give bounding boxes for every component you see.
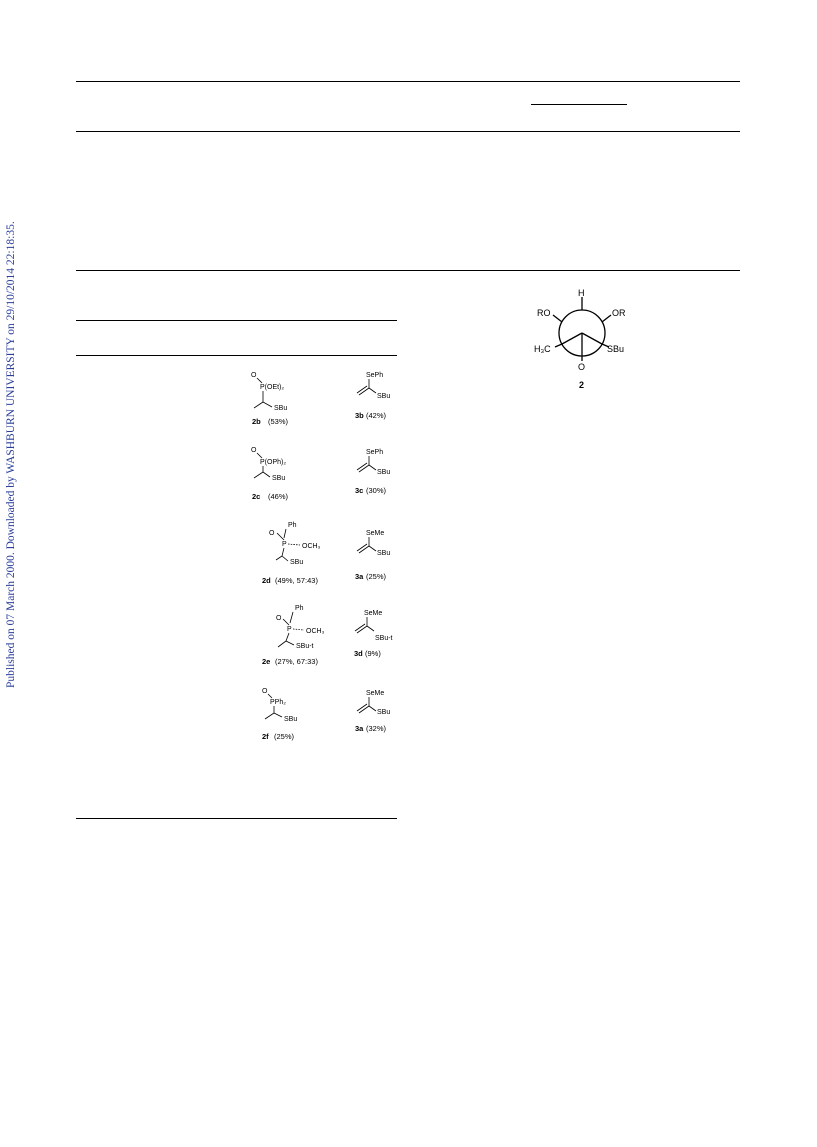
compound-id: 2d bbox=[262, 576, 271, 585]
compound-yield: (9%) bbox=[365, 649, 381, 658]
atom-label: O bbox=[262, 688, 268, 695]
compound-id: 2f bbox=[262, 732, 269, 741]
compound-yield: (46%) bbox=[268, 492, 289, 501]
column-header-underline bbox=[531, 104, 627, 105]
atom-label: O bbox=[269, 530, 275, 537]
atom-label: OCH₃ bbox=[306, 628, 325, 635]
atom-label: O bbox=[276, 615, 282, 622]
compound-yield: (53%) bbox=[268, 417, 289, 426]
table-bottom-rule bbox=[76, 270, 740, 271]
compound-yield: (32%) bbox=[366, 724, 387, 733]
newman-compound-label: 2 bbox=[579, 380, 584, 390]
newman-projection: H RO OR H₃C SBu O 2 bbox=[528, 285, 648, 395]
atom-label: Ph bbox=[288, 522, 297, 529]
structure-2e: Ph O P OCH₃ SBu-t 2e (27%, 67:33) bbox=[248, 601, 338, 671]
atom-label: O bbox=[251, 372, 257, 379]
compound-id: 2c bbox=[252, 492, 260, 501]
compound-id: 3d bbox=[354, 649, 363, 658]
compound-id: 2b bbox=[252, 417, 261, 426]
newman-top-label: H bbox=[578, 288, 585, 298]
atom-label: P(OPh)₂ bbox=[260, 459, 286, 466]
compound-yield: (25%) bbox=[366, 572, 387, 581]
structure-2f: O PPh₂ SBu 2f (25%) bbox=[248, 684, 328, 746]
structure-3d: SeMe SBu-t 3d (9%) bbox=[348, 604, 412, 662]
atom-label: SBu bbox=[377, 393, 390, 400]
header-bottom-rule bbox=[76, 131, 740, 132]
top-rule bbox=[76, 81, 740, 82]
atom-label: SePh bbox=[366, 372, 383, 379]
publication-banner: Published on 07 March 2000. Downloaded b… bbox=[5, 221, 17, 688]
newman-lower-left-label: H₃C bbox=[534, 344, 551, 354]
compound-id: 3a bbox=[355, 724, 364, 733]
atom-label: SBu-t bbox=[296, 643, 314, 650]
atom-label: SBu bbox=[290, 559, 303, 566]
atom-label: SBu-t bbox=[375, 635, 393, 642]
structure-3c: SePh SBu 3c (30%) bbox=[348, 443, 408, 501]
atom-label: SBu bbox=[377, 550, 390, 557]
compound-id: 2e bbox=[262, 657, 270, 666]
compound-yield: (30%) bbox=[366, 486, 387, 495]
atom-label: P(OEt)₂ bbox=[260, 384, 284, 391]
atom-label: SBu bbox=[377, 469, 390, 476]
structure-3b: SePh SBu 3b (42%) bbox=[348, 366, 408, 424]
atom-label: SeMe bbox=[366, 530, 384, 537]
compound-yield: (42%) bbox=[366, 411, 387, 420]
newman-lower-right-label: SBu bbox=[607, 344, 624, 354]
atom-label: P bbox=[282, 541, 287, 548]
compound-yield: (49%, 57:43) bbox=[275, 576, 318, 585]
atom-label: Ph bbox=[295, 605, 304, 612]
atom-label: O bbox=[251, 447, 257, 454]
newman-left-label: RO bbox=[537, 308, 551, 318]
structure-2d: Ph O P OCH₃ SBu 2d (49%, 57:43) bbox=[248, 518, 338, 588]
compound-yield: (25%) bbox=[274, 732, 295, 741]
newman-right-label: OR bbox=[612, 308, 626, 318]
compound-yield: (27%, 67:33) bbox=[275, 657, 318, 666]
atom-label: P bbox=[287, 626, 292, 633]
atom-label: SBu bbox=[377, 709, 390, 716]
atom-label: SeMe bbox=[364, 610, 382, 617]
structure-3a-first: SeMe SBu 3a (25%) bbox=[348, 524, 408, 582]
structure-2c: O P(OPh)₂ SBu 2c (46%) bbox=[248, 443, 328, 505]
compound-id: 3b bbox=[355, 411, 364, 420]
table2-top-rule bbox=[76, 320, 397, 321]
table2-header-rule bbox=[76, 355, 397, 356]
newman-bottom-label: O bbox=[578, 362, 585, 372]
table2-bottom-rule bbox=[76, 818, 397, 819]
atom-label: SeMe bbox=[366, 690, 384, 697]
atom-label: SBu bbox=[272, 475, 285, 482]
structure-2b: O P(OEt)₂ SBu 2b (53%) bbox=[248, 368, 328, 430]
compound-id: 3a bbox=[355, 572, 364, 581]
atom-label: SePh bbox=[366, 449, 383, 456]
atom-label: PPh₂ bbox=[270, 699, 286, 706]
structure-3a-second: SeMe SBu 3a (32%) bbox=[348, 684, 408, 742]
atom-label: OCH₃ bbox=[302, 543, 321, 550]
compound-id: 3c bbox=[355, 486, 363, 495]
atom-label: SBu bbox=[274, 405, 287, 412]
atom-label: SBu bbox=[284, 716, 297, 723]
